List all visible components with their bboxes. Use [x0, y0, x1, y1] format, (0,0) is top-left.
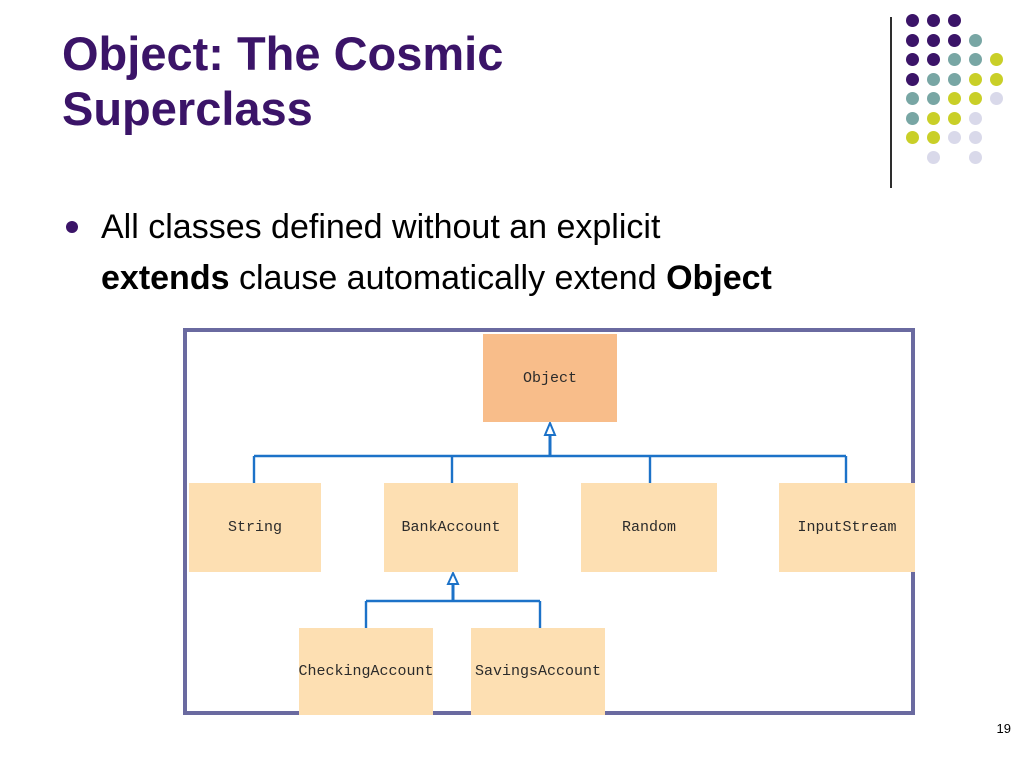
decorative-dot [906, 33, 919, 47]
decorative-dot [969, 92, 982, 105]
decorative-dot [906, 92, 919, 105]
bank-account-inheritance-arrow-icon [446, 570, 460, 585]
object-class-box: Object [483, 334, 617, 422]
object-inheritance-arrow-icon [543, 420, 557, 436]
decorative-dot [948, 131, 961, 144]
bullet-list: All classes defined without an explicit … [62, 202, 992, 307]
decorative-dot [969, 33, 982, 47]
bullet-point-icon [66, 221, 78, 233]
extends-keyword: extends [101, 259, 230, 297]
bank-account-class-box: BankAccount [384, 483, 518, 572]
decorative-dot [990, 53, 1003, 66]
decorative-dot [906, 14, 919, 27]
decorative-dot [948, 111, 961, 125]
decorative-dot [906, 53, 919, 66]
decorative-dot [969, 72, 982, 86]
slide-title-line-2: Superclass [62, 82, 313, 135]
bullet-text: All classes defined without an explicit … [101, 202, 991, 304]
decorative-dot [969, 111, 982, 125]
bullet-line-2-middle: clause automatically extend [229, 259, 667, 297]
decorative-dot [927, 92, 940, 105]
decorative-dot [906, 111, 919, 125]
decorative-dot [969, 53, 982, 66]
decorative-dot [948, 14, 961, 27]
decorative-dot [948, 72, 961, 86]
bullet-line-1: All classes defined without an explicit [101, 208, 661, 246]
input-stream-class-box: InputStream [779, 483, 915, 572]
decorative-dot [990, 92, 1003, 105]
decorative-dot [927, 53, 940, 66]
decorative-dot [969, 150, 982, 164]
page-number: 19 [996, 721, 1011, 736]
object-keyword: Object [666, 259, 772, 297]
decorative-dot [927, 72, 940, 86]
decorative-dot [948, 33, 961, 47]
decorative-dot-grid [906, 14, 1006, 164]
decorative-dot [906, 72, 919, 86]
decorative-dot [990, 72, 1003, 86]
decorative-dot [927, 150, 940, 164]
decorative-dot [927, 131, 940, 144]
decorative-dot [927, 33, 940, 47]
decorative-dot [969, 131, 982, 144]
savings-account-class-box: SavingsAccount [471, 628, 605, 715]
string-class-box: String [189, 483, 321, 572]
decorative-dot [948, 92, 961, 105]
checking-account-class-box: CheckingAccount [298, 628, 434, 715]
decorative-dot [927, 111, 940, 125]
random-class-box: Random [581, 483, 717, 572]
connector-lines [252, 435, 848, 628]
decorative-dot [948, 53, 961, 66]
slide-title: Object: The Cosmic Superclass [62, 26, 782, 136]
inheritance-diagram: Object String BankAccount Random InputSt… [183, 328, 915, 715]
slide-title-line-1: Object: The Cosmic [62, 27, 504, 80]
inheritance-connectors [252, 420, 848, 628]
decorative-dot [927, 14, 940, 27]
decorative-dot [906, 131, 919, 144]
decorative-vertical-rule [890, 17, 892, 188]
